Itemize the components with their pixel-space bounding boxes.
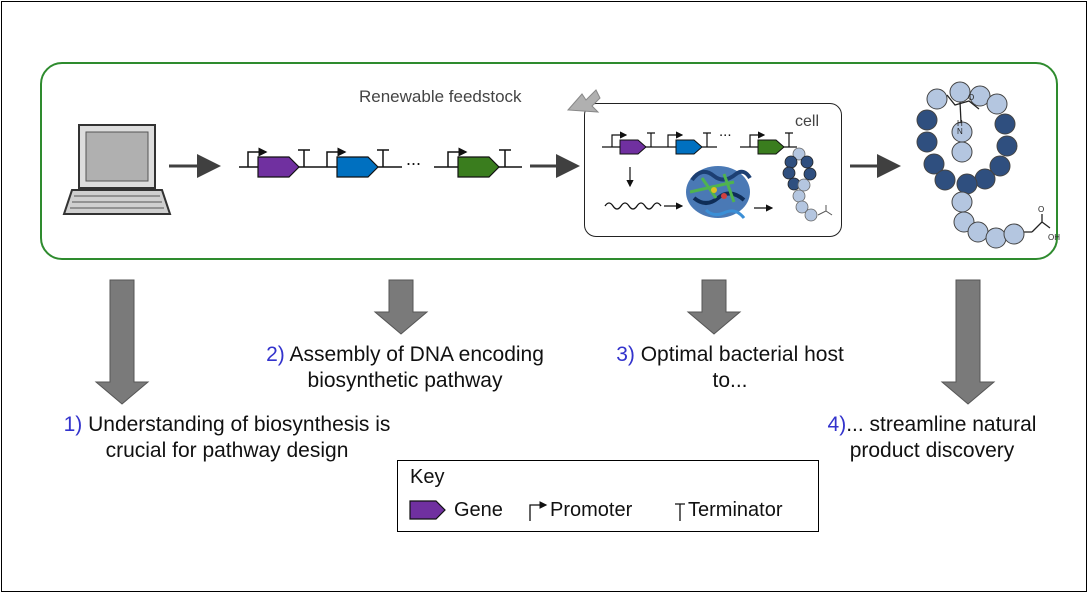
peptide-bead <box>926 88 948 110</box>
peptide-bead <box>934 169 956 191</box>
step-4-caption: 4)... streamline natural product discove… <box>802 412 1062 465</box>
step-1-caption: 1) Understanding of biosynthesis is cruc… <box>32 412 422 465</box>
step-1-line2: crucial for pathway design <box>105 439 349 463</box>
step-2-number: 2) <box>266 343 285 366</box>
step-4-line1: ... streamline natural <box>846 413 1037 436</box>
step-3-caption: 3) Optimal bacterial host to... <box>590 342 870 395</box>
step-3-line1: Optimal bacterial host <box>640 343 844 366</box>
key-legend: Key Gene Promoter Terminator <box>397 460 819 532</box>
down-arrow-4 <box>940 279 996 405</box>
key-gene-icon <box>409 500 446 520</box>
key-symbols <box>409 500 685 521</box>
feedstock-label: Renewable feedstock <box>359 87 522 106</box>
peptide-bead <box>986 93 1008 115</box>
peptide-bead <box>949 81 971 103</box>
peptide-bead <box>956 173 978 195</box>
peptide-bead <box>951 121 973 143</box>
peptide-bead <box>916 109 938 131</box>
gene-ellipsis: ... <box>406 149 422 169</box>
peptide-bead <box>969 85 991 107</box>
step-1-number: 1) <box>63 413 83 436</box>
peptide-bead <box>985 227 1007 249</box>
step-2-caption: 2) Assembly of DNA encoding biosynthetic… <box>240 342 570 395</box>
small-peptide-icon <box>782 147 833 222</box>
step-4-line2: product discovery <box>849 439 1015 463</box>
peptide-bead <box>1003 223 1025 245</box>
amide-o-label: O <box>968 93 974 102</box>
down-arrow-2 <box>373 279 429 335</box>
down-arrow-1 <box>94 279 150 405</box>
amide-h-label: H <box>957 119 963 128</box>
peptide-bead <box>951 191 973 213</box>
peptide-bead <box>996 135 1018 157</box>
peptide-bead <box>994 113 1016 135</box>
peptide-bead <box>967 221 989 243</box>
key-title: Key <box>410 466 445 488</box>
peptide-bead <box>951 141 973 163</box>
laptop-icon <box>62 124 172 215</box>
cell-gene-ellipsis: ... <box>719 123 732 140</box>
protein-structure-icon <box>686 166 752 219</box>
down-arrow-3 <box>686 279 742 335</box>
key-terminator-icon <box>675 503 685 521</box>
feedstock-arrow <box>566 89 601 113</box>
peptide-bead <box>989 155 1011 177</box>
peptide-bead <box>916 131 938 153</box>
step-2-line1: Assembly of DNA encoding <box>289 343 544 366</box>
acid-o-label: O <box>1038 205 1044 214</box>
pipeline-outline <box>40 62 1058 260</box>
key-promoter-icon <box>529 501 548 521</box>
peptide-bead <box>974 168 996 190</box>
cell-box <box>584 103 842 237</box>
step-3-number: 3) <box>616 343 635 366</box>
peptide-bead <box>923 153 945 175</box>
acid-oh-label: OH <box>1048 233 1060 242</box>
key-gene-label: Gene <box>454 499 503 521</box>
cell-label: cell <box>795 113 820 130</box>
step-4-number: 4) <box>827 413 847 436</box>
peptide-beads <box>916 81 1025 249</box>
key-promoter-label: Promoter <box>550 499 633 521</box>
key-terminator-label: Terminator <box>688 499 783 521</box>
step-3-line2: to... <box>712 369 748 393</box>
step-1-line1: Understanding of biosynthesis is <box>88 413 391 436</box>
dna-construct <box>239 147 522 178</box>
cell-dna-construct <box>602 131 797 212</box>
step-2-line2: biosynthetic pathway <box>307 369 503 393</box>
amide-n-label: N <box>957 127 963 136</box>
